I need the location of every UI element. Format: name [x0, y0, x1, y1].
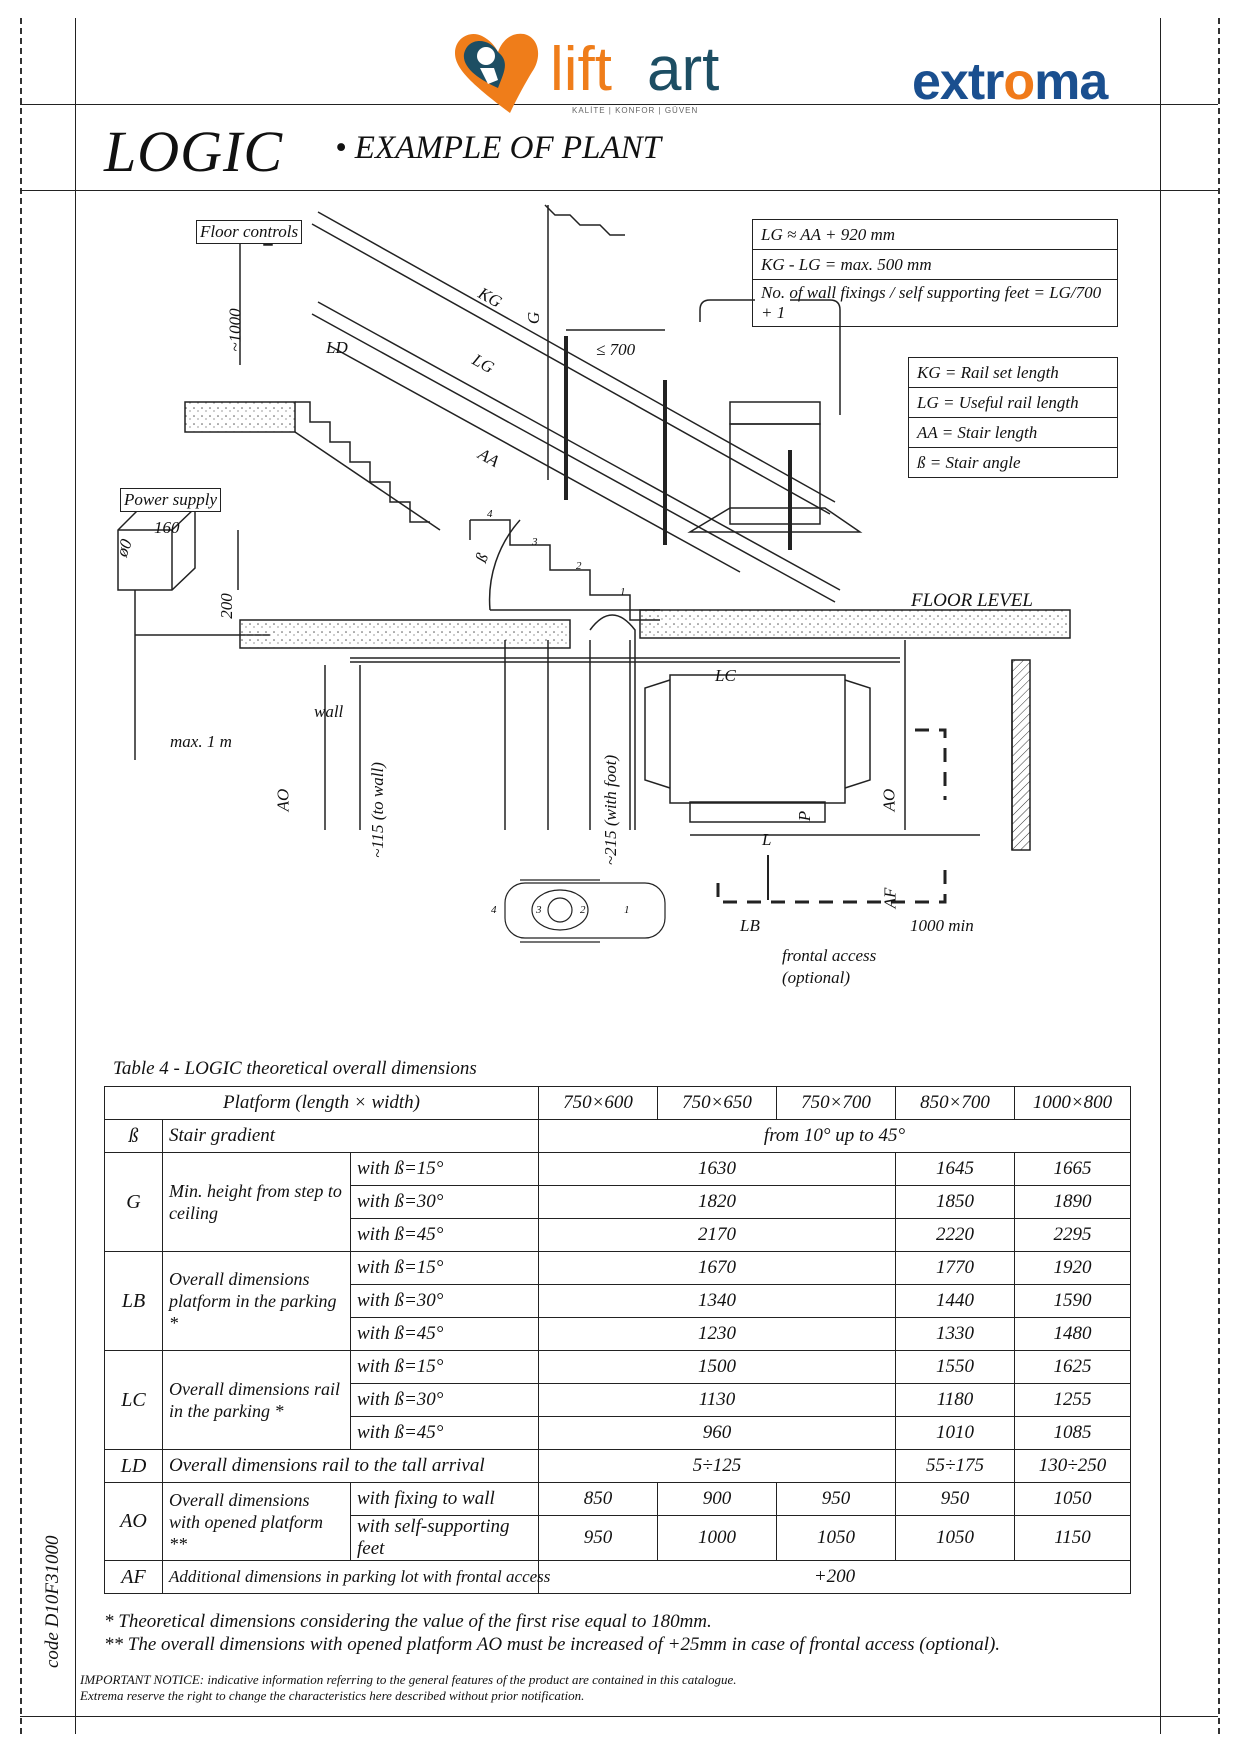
stair-step-1: 1 [620, 586, 626, 598]
rail-lg [317, 301, 841, 591]
table-row: ß Stair gradient from 10° up to 45° [104, 1119, 1132, 1153]
ao-left-label: AO [273, 788, 293, 812]
table-row: LB Overall dimensions platform in the pa… [104, 1251, 1132, 1351]
frontal-access-label: frontal access [782, 946, 877, 965]
size-1000x800: 1000×800 [1014, 1086, 1132, 1120]
svg-text:art: art [647, 35, 719, 104]
af-label: AF [880, 887, 900, 909]
legend-beta: ß = Stair angle [908, 447, 1118, 478]
legend-lg: LG = Useful rail length [908, 387, 1118, 418]
distance-215-label: ~215 (with foot) [601, 754, 621, 866]
liftart-wordmark: lift [550, 35, 612, 104]
notice-line-2: Extrema reserve the right to change the … [80, 1688, 585, 1703]
ld-label: LD [326, 338, 348, 357]
plan-step-1: 1 [624, 904, 630, 916]
table-row: with ß=45° 2170 2220 2295 [105, 1218, 1132, 1252]
power-supply-label: Power supply [120, 488, 222, 512]
page-title: LOGIC [104, 119, 284, 184]
liftart-logo: lift art [450, 28, 770, 125]
plan-step-2: 2 [580, 904, 586, 916]
important-notice: IMPORTANT NOTICE: indicative information… [80, 1672, 737, 1704]
liftart-tagline: KALİTE | KONFOR | GÜVEN [572, 106, 699, 115]
table-header-row: Platform (length × width) 750×600 750×65… [103, 1086, 1132, 1120]
notice-line-1: IMPORTANT NOTICE: indicative information… [80, 1672, 737, 1687]
plan-wall [239, 619, 571, 649]
line-aa [329, 345, 741, 573]
lc-label: LC [715, 666, 736, 685]
footnote-2: ** The overall dimensions with opened pl… [104, 1634, 1001, 1655]
frame-left-line [75, 18, 76, 1734]
plan-step-3: 3 [536, 904, 542, 916]
header-divider [20, 104, 1218, 105]
frame-dashed-right [1218, 18, 1220, 1734]
size-750x700: 750×700 [776, 1086, 897, 1120]
table-row: with ß=30° 1130 1180 1255 [105, 1383, 1132, 1417]
g-label: G [524, 311, 544, 325]
table-row: AF Additional dimensions in parking lot … [104, 1560, 1132, 1594]
plan-right-wall [1011, 659, 1031, 851]
table-row: LD Overall dimensions rail to the tall a… [104, 1449, 1132, 1483]
size-750x600: 750×600 [538, 1086, 659, 1120]
upper-stair-profile [295, 401, 430, 523]
extrema-logo: extroma [912, 53, 1108, 111]
le700-label: ≤ 700 [596, 340, 636, 359]
height-1000-label: ~1000 [225, 308, 245, 352]
table-row: LC Overall dimensions rail in the parkin… [104, 1350, 1132, 1450]
wall-label: wall [314, 702, 344, 721]
table-row: AO Overall dimensions with opened platfo… [104, 1482, 1132, 1561]
max-1m-label: max. 1 m [170, 732, 232, 751]
dimensions-table: Platform (length × width) 750×600 750×65… [103, 1086, 1132, 1594]
height-200-label: 200 [216, 593, 236, 619]
legend-aa: AA = Stair length [908, 417, 1118, 448]
ground-floor-slab [639, 609, 1071, 639]
rail-kg [317, 211, 836, 503]
frame-right-line [1160, 18, 1161, 1734]
footnote-1: * Theoretical dimensions considering the… [104, 1611, 712, 1632]
min-1000-label: 1000 min [910, 916, 974, 935]
legend-box: KG = Rail set length LG = Useful rail le… [908, 357, 1118, 478]
frontal-optional-label: (optional) [782, 968, 850, 987]
document-code: code D10F31000 [42, 1535, 63, 1668]
l-label: L [762, 830, 772, 849]
width-160-label: 160 [154, 518, 180, 537]
upper-floor-slab [184, 401, 296, 433]
plan-platform [669, 674, 846, 804]
frame-dashed-left [20, 18, 22, 1734]
plant-drawing [117, 204, 1071, 943]
size-850x700: 850×700 [895, 1086, 1016, 1120]
page-subtitle: • EXAMPLE OF PLANT [335, 130, 661, 166]
wheelchair-user-icon [504, 879, 666, 943]
table-row: with self-supporting feet 950 1000 1050 … [105, 1515, 1132, 1561]
platform-header: Platform (length × width) [103, 1086, 540, 1120]
platform-control-box [729, 401, 821, 425]
stair-step-2: 2 [576, 560, 582, 572]
plan-step-4: 4 [491, 904, 497, 916]
formula-fixings: No. of wall fixings / self supporting fe… [752, 279, 1118, 327]
formula-box: LG ≈ AA + 920 mm KG - LG = max. 500 mm N… [752, 219, 1118, 327]
ao-right-label: AO [879, 788, 899, 812]
size-750x650: 750×650 [657, 1086, 778, 1120]
distance-115-label: ~115 (to wall) [367, 762, 387, 858]
formula-kg-lg: KG - LG = max. 500 mm [752, 249, 1118, 280]
liftart-heart-icon: lift art [455, 33, 719, 113]
table-caption: Table 4 - LOGIC theoretical overall dime… [113, 1058, 477, 1079]
lb-label: LB [740, 916, 760, 935]
table-row: with ß=45° 1230 1330 1480 [105, 1317, 1132, 1351]
p-label: P [795, 810, 815, 822]
title-divider [20, 190, 1218, 191]
footer-divider [20, 1716, 1218, 1717]
lower-stair-profile [470, 519, 660, 621]
stair-step-3: 3 [532, 536, 538, 548]
table-row: G Min. height from step to ceiling with … [104, 1152, 1132, 1252]
stair-step-4: 4 [487, 508, 493, 520]
floor-controls-label: Floor controls [196, 220, 303, 244]
platform-guard [699, 299, 841, 415]
floor-level-label: FLOOR LEVEL [911, 590, 1033, 611]
